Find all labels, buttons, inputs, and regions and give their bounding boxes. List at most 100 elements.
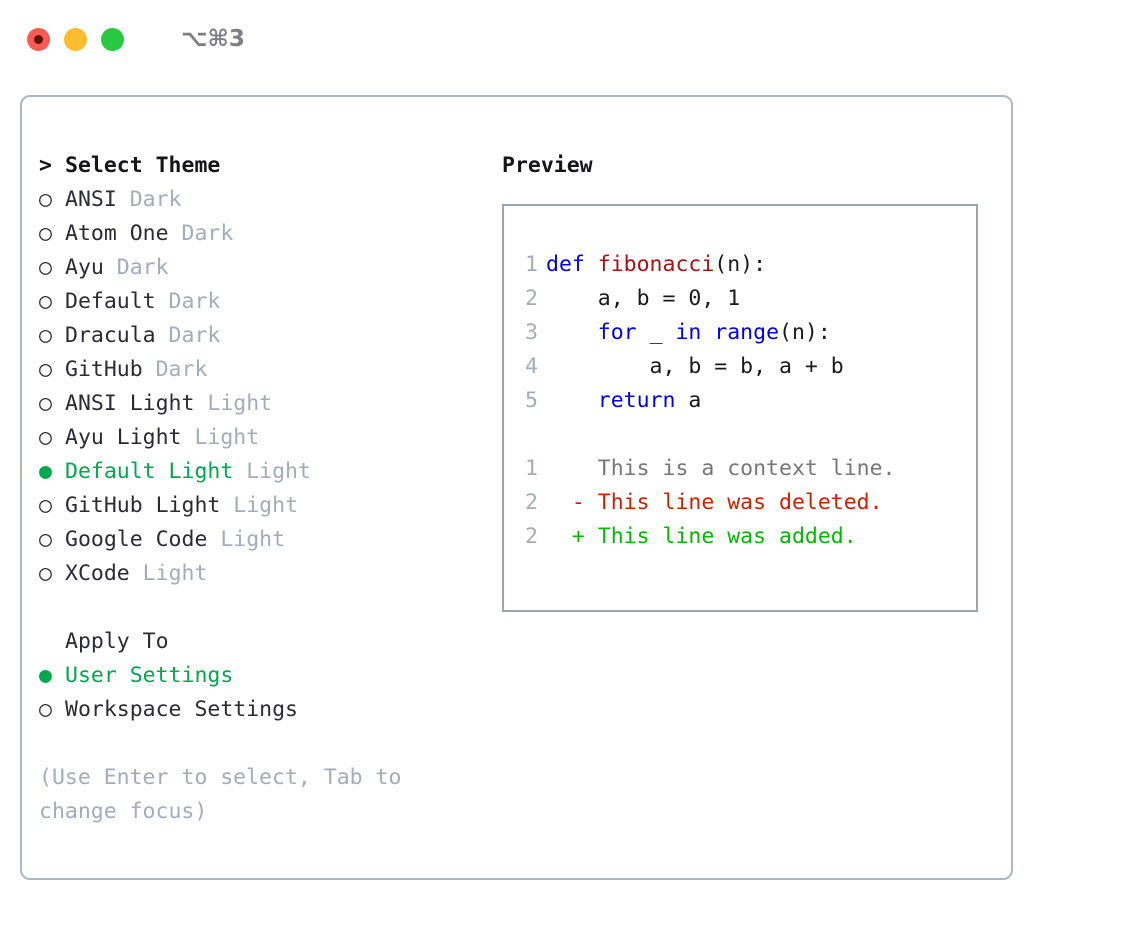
code-token: (n): bbox=[779, 320, 831, 345]
theme-variant-tag: Dark bbox=[103, 255, 169, 280]
hint-text: (Use Enter to select, Tab to change focu… bbox=[39, 765, 402, 824]
code-token: range bbox=[714, 320, 780, 345]
preview-title: Preview bbox=[502, 153, 593, 178]
theme-variant-tag: Light bbox=[181, 425, 260, 450]
theme-variant-tag: Dark bbox=[168, 221, 234, 246]
radio-unselected-icon: ○ bbox=[39, 289, 65, 314]
code-token: a, b = b, a + b bbox=[546, 354, 844, 379]
code-token bbox=[546, 388, 598, 413]
radio-selected-icon: ● bbox=[39, 459, 65, 484]
theme-name: Ayu bbox=[65, 255, 104, 280]
line-number: 2 bbox=[525, 490, 538, 515]
code-token: return bbox=[597, 388, 689, 413]
theme-name: GitHub bbox=[65, 357, 143, 382]
theme-list-item[interactable]: ○ GitHub Dark bbox=[39, 353, 479, 387]
code-line: 3 for _ in range(n): bbox=[518, 316, 896, 350]
line-number: 1 bbox=[525, 456, 538, 481]
code-token: _ bbox=[649, 320, 676, 345]
caret-icon: > bbox=[39, 153, 65, 178]
theme-variant-tag: Dark bbox=[116, 187, 182, 212]
select-theme-header-label: Select Theme bbox=[65, 153, 221, 178]
theme-list-item[interactable]: ○ Atom One Dark bbox=[39, 217, 479, 251]
theme-variant-tag: Dark bbox=[142, 357, 208, 382]
theme-list-item[interactable]: ○ XCode Light bbox=[39, 557, 479, 591]
theme-variant-tag: Light bbox=[207, 527, 286, 552]
close-button[interactable] bbox=[27, 27, 50, 51]
diff-block: 1 This is a context line.2 - This line w… bbox=[518, 452, 896, 554]
theme-name: Ayu Light bbox=[65, 425, 182, 450]
theme-name: Default Light bbox=[65, 459, 234, 484]
line-number: 2 bbox=[525, 286, 538, 311]
radio-unselected-icon: ○ bbox=[39, 561, 65, 586]
line-number: 1 bbox=[525, 252, 538, 277]
theme-list-column: > Select Theme ○ ANSI Dark○ Atom One Dar… bbox=[39, 149, 479, 829]
theme-list-item[interactable]: ○ Ayu Dark bbox=[39, 251, 479, 285]
window-controls bbox=[27, 27, 124, 51]
diff-line: 2 - This line was deleted. bbox=[518, 486, 896, 520]
theme-name: Google Code bbox=[65, 527, 208, 552]
theme-list-item[interactable]: ○ Ayu Light Light bbox=[39, 421, 479, 455]
code-token: for bbox=[597, 320, 650, 345]
code-diff-gap bbox=[518, 418, 896, 452]
code-token bbox=[546, 320, 598, 345]
apply-to-label: Apply To bbox=[39, 625, 479, 659]
theme-variant-tag: Light bbox=[194, 391, 273, 416]
theme-name: ANSI bbox=[65, 187, 117, 212]
apply-to-item[interactable]: ● User Settings bbox=[39, 659, 479, 693]
theme-name: GitHub Light bbox=[65, 493, 221, 518]
theme-list[interactable]: ○ ANSI Dark○ Atom One Dark○ Ayu Dark○ De… bbox=[39, 183, 479, 591]
radio-unselected-icon: ○ bbox=[39, 255, 65, 280]
diff-line-text: + This line was added. bbox=[546, 524, 857, 549]
code-token: a, b = 0, 1 bbox=[546, 286, 741, 311]
code-line: 5 return a bbox=[518, 384, 896, 418]
keyboard-shortcut-label: ⌥⌘3 bbox=[181, 26, 245, 52]
diff-line: 1 This is a context line. bbox=[518, 452, 896, 486]
apply-to-item-label: User Settings bbox=[65, 663, 234, 688]
radio-unselected-icon: ○ bbox=[39, 187, 65, 212]
code-token: def bbox=[546, 252, 598, 277]
theme-list-item[interactable]: ○ Default Dark bbox=[39, 285, 479, 319]
zoom-button[interactable] bbox=[101, 27, 124, 51]
diff-line-text: This is a context line. bbox=[546, 456, 896, 481]
select-theme-header: > Select Theme bbox=[39, 149, 479, 183]
diff-line-text: - This line was deleted. bbox=[546, 490, 883, 515]
apply-to-list[interactable]: ● User Settings○ Workspace Settings bbox=[39, 659, 479, 727]
theme-list-item[interactable]: ○ GitHub Light Light bbox=[39, 489, 479, 523]
code-token: in bbox=[675, 320, 715, 345]
line-number: 5 bbox=[525, 388, 538, 413]
code-token: (n): bbox=[714, 252, 767, 277]
radio-unselected-icon: ○ bbox=[39, 323, 65, 348]
radio-unselected-icon: ○ bbox=[39, 425, 65, 450]
theme-variant-tag: Dark bbox=[155, 289, 221, 314]
theme-list-item[interactable]: ○ ANSI Dark bbox=[39, 183, 479, 217]
theme-list-item[interactable]: ○ Dracula Dark bbox=[39, 319, 479, 353]
theme-variant-tag: Light bbox=[129, 561, 208, 586]
diff-line: 2 + This line was added. bbox=[518, 520, 896, 554]
theme-name: ANSI Light bbox=[65, 391, 195, 416]
theme-variant-tag: Light bbox=[233, 459, 311, 484]
code-line: 1 def fibonacci(n): bbox=[518, 248, 896, 282]
radio-selected-icon: ● bbox=[39, 663, 65, 688]
radio-unselected-icon: ○ bbox=[39, 391, 65, 416]
theme-variant-tag: Dark bbox=[155, 323, 221, 348]
theme-name: Dracula bbox=[65, 323, 156, 348]
theme-list-item[interactable]: ○ Google Code Light bbox=[39, 523, 479, 557]
theme-list-item[interactable]: ● Default Light Light bbox=[39, 455, 479, 489]
minimize-button[interactable] bbox=[64, 27, 87, 51]
theme-name: Atom One bbox=[65, 221, 169, 246]
theme-name: XCode bbox=[65, 561, 130, 586]
title-bar: ⌥⌘3 bbox=[0, 0, 1140, 78]
theme-variant-tag: Light bbox=[220, 493, 299, 518]
list-spacer bbox=[39, 591, 479, 625]
code-token: fibonacci bbox=[597, 252, 715, 277]
apply-to-item[interactable]: ○ Workspace Settings bbox=[39, 693, 479, 727]
radio-unselected-icon: ○ bbox=[39, 697, 65, 722]
theme-list-item[interactable]: ○ ANSI Light Light bbox=[39, 387, 479, 421]
line-number: 2 bbox=[525, 524, 538, 549]
line-number: 4 bbox=[525, 354, 538, 379]
